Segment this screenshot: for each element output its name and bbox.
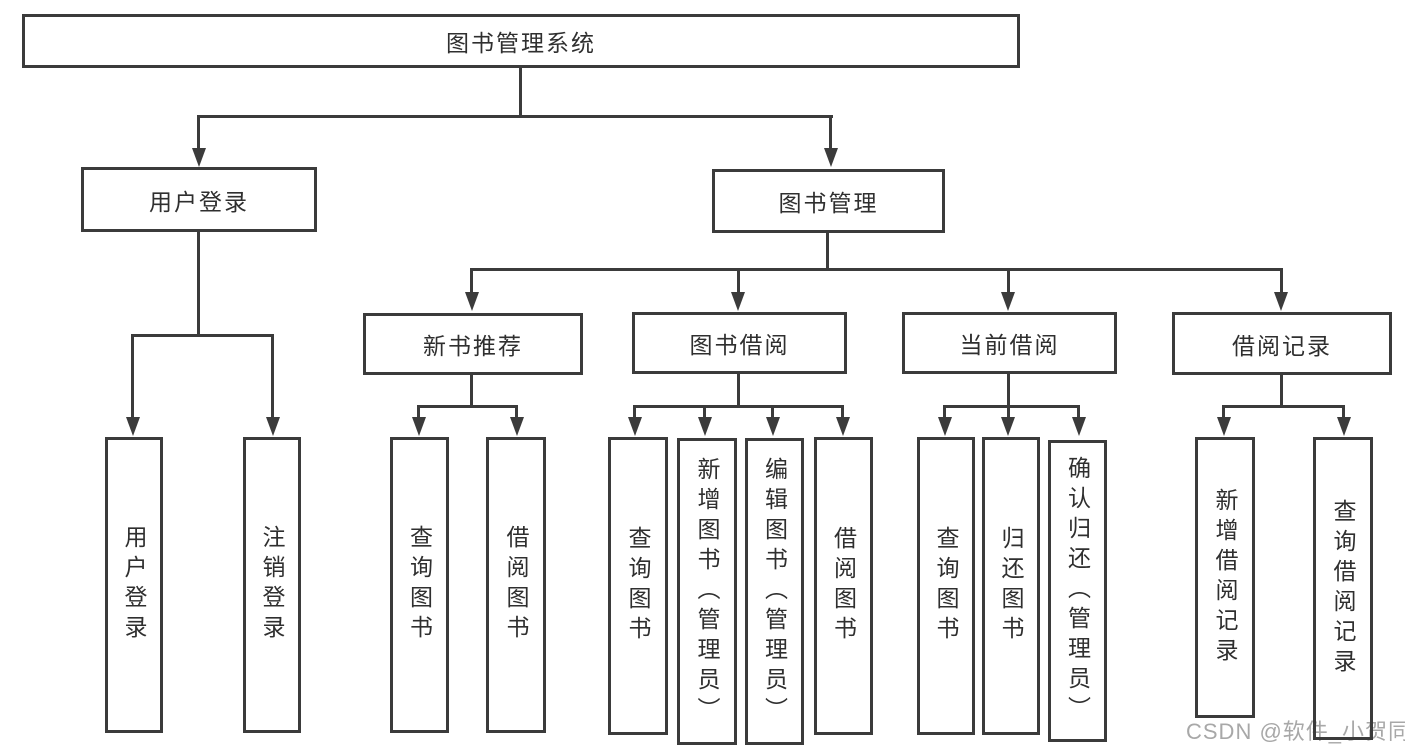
connector-line	[1280, 268, 1283, 294]
node-new-book-recommend: 新书推荐	[363, 313, 583, 375]
connector-line	[943, 405, 1080, 408]
connector-line	[771, 405, 774, 419]
node-label: 当前借阅	[959, 332, 1060, 358]
arrowhead-down-icon	[731, 292, 745, 311]
csdn-watermark: CSDN @软件_小贺同学	[1186, 719, 1405, 744]
arrowhead-down-icon	[628, 417, 642, 436]
connector-line	[1280, 375, 1283, 408]
connector-line	[417, 405, 518, 408]
connector-line	[826, 233, 829, 271]
arrowhead-down-icon	[126, 417, 140, 436]
arrowhead-down-icon	[1337, 417, 1351, 436]
leaf-return-books: 归还图书	[982, 437, 1040, 735]
leaf-add-book-admin: 新增图书（管理员）	[677, 438, 737, 745]
connector-line	[1222, 405, 1345, 408]
node-user-login: 用户登录	[81, 167, 317, 232]
connector-line	[943, 405, 946, 419]
arrowhead-down-icon	[766, 417, 780, 436]
arrowhead-down-icon	[412, 417, 426, 436]
connector-line	[829, 115, 832, 150]
connector-line	[1007, 405, 1010, 419]
node-label: 新书推荐	[423, 333, 523, 359]
arrowhead-down-icon	[1072, 417, 1086, 436]
node-label: 用户登录	[121, 525, 147, 645]
node-label: 查询借阅记录	[1330, 498, 1356, 679]
connector-line	[1077, 405, 1080, 419]
node-label: 归还图书	[998, 526, 1024, 646]
connector-line	[197, 232, 200, 337]
arrowhead-down-icon	[465, 292, 479, 311]
connector-line	[271, 334, 274, 418]
connector-line	[1342, 405, 1345, 419]
node-book-management: 图书管理	[712, 169, 945, 233]
arrowhead-down-icon	[824, 148, 838, 167]
connector-line	[197, 115, 833, 118]
node-label: 查询图书	[933, 526, 959, 646]
connector-line	[470, 375, 473, 408]
node-label: 借阅图书	[830, 526, 857, 646]
leaf-logout: 注销登录	[243, 437, 301, 733]
leaf-edit-book-admin: 编辑图书（管理员）	[745, 438, 804, 745]
leaf-query-books-recommend: 查询图书	[390, 437, 449, 733]
connector-line	[197, 115, 200, 150]
arrowhead-down-icon	[266, 417, 280, 436]
leaf-borrow-books-recommend: 借阅图书	[486, 437, 546, 733]
node-label: 图书管理	[778, 190, 879, 216]
node-label: 图书借阅	[689, 332, 790, 358]
connector-line	[515, 405, 518, 419]
connector-line	[470, 268, 473, 294]
node-label: 查询图书	[625, 526, 651, 646]
leaf-query-books-current: 查询图书	[917, 437, 975, 735]
arrowhead-down-icon	[510, 417, 524, 436]
leaf-user-login: 用户登录	[105, 437, 163, 733]
leaf-query-books-borrowing: 查询图书	[608, 437, 668, 735]
connector-line	[1222, 405, 1225, 419]
arrowhead-down-icon	[698, 417, 712, 436]
node-label: 新增借阅记录	[1212, 487, 1238, 668]
node-library-management-system: 图书管理系统	[22, 14, 1020, 68]
node-label: 确认归还（管理员）	[1064, 456, 1091, 726]
connector-line	[703, 405, 706, 419]
connector-line	[1007, 268, 1010, 294]
arrowhead-down-icon	[1274, 292, 1288, 311]
node-label: 新增图书（管理员）	[694, 456, 720, 727]
node-label: 用户登录	[149, 188, 249, 215]
connector-line	[519, 68, 522, 118]
node-book-borrowing: 图书借阅	[632, 312, 847, 374]
connector-line	[131, 334, 274, 337]
connector-line	[737, 268, 740, 294]
leaf-confirm-return-admin: 确认归还（管理员）	[1048, 440, 1107, 742]
connector-line	[470, 268, 1283, 271]
connector-line	[1007, 374, 1010, 408]
leaf-query-borrow-record: 查询借阅记录	[1313, 437, 1373, 740]
connector-line	[841, 405, 844, 419]
leaf-add-borrow-record: 新增借阅记录	[1195, 437, 1255, 718]
connector-line	[417, 405, 420, 419]
arrowhead-down-icon	[1001, 417, 1015, 436]
arrowhead-down-icon	[192, 148, 206, 167]
node-label: 借阅记录	[1232, 332, 1332, 359]
node-borrowing-records: 借阅记录	[1172, 312, 1392, 375]
node-label: 查询图书	[406, 525, 433, 645]
node-label: 图书管理系统	[446, 30, 596, 56]
leaf-borrow-books-borrowing: 借阅图书	[814, 437, 873, 735]
node-label: 借阅图书	[503, 525, 529, 645]
node-label: 注销登录	[259, 525, 285, 645]
arrowhead-down-icon	[938, 417, 952, 436]
node-label: 编辑图书（管理员）	[761, 456, 788, 727]
arrowhead-down-icon	[1001, 292, 1015, 311]
arrowhead-down-icon	[1217, 417, 1231, 436]
connector-line	[633, 405, 844, 408]
connector-line	[633, 405, 636, 419]
connector-line	[131, 334, 134, 418]
connector-line	[737, 374, 740, 408]
arrowhead-down-icon	[836, 417, 850, 436]
node-current-borrowing: 当前借阅	[902, 312, 1117, 374]
